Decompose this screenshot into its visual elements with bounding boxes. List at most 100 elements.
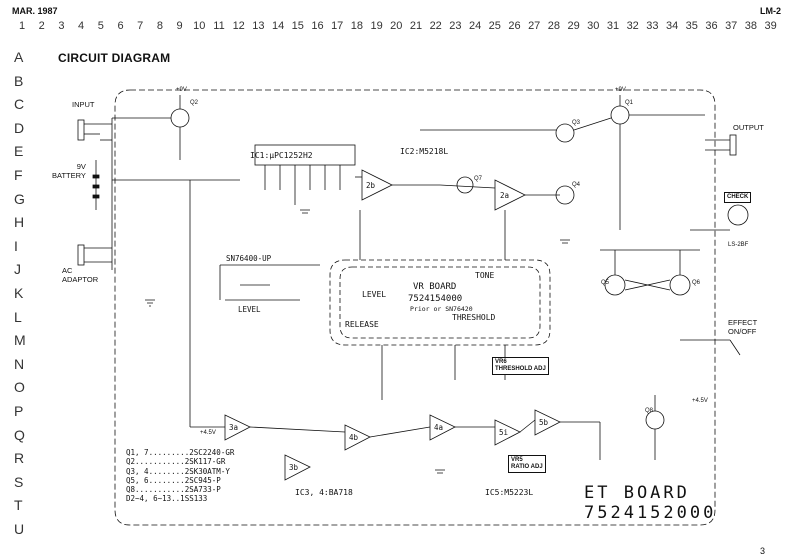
column-ruler-label: 14 [271, 20, 285, 32]
q6-label: Q6 [692, 280, 701, 286]
ic5b-opamp [534, 409, 561, 436]
effect-label: EFFECT ON/OFF [728, 318, 758, 336]
header-date: MAR. 1987 [12, 6, 58, 16]
column-ruler-label: 24 [468, 20, 482, 32]
ic3-label: IC3, 4:BA718 [295, 488, 353, 497]
vr-board-label: VR BOARD [413, 282, 457, 292]
row-ruler-label: P [14, 403, 24, 419]
output-label: OUTPUT [733, 123, 764, 132]
parts-list-item: Q3, 4........2SK30ATM-Y [126, 466, 230, 476]
q2-vcc-label: +9V [176, 87, 187, 93]
sn-label: SN76400-UP [226, 254, 272, 263]
column-ruler-label: 8 [156, 20, 163, 32]
vr-board-inner [339, 266, 541, 339]
column-ruler-label: 6 [117, 20, 124, 32]
row-ruler-label: E [14, 143, 24, 160]
column-ruler-label: 21 [409, 20, 423, 32]
q8-bias-label: +4.5V [692, 398, 708, 404]
ic3a-opamp [224, 414, 251, 441]
row-ruler-label: S [14, 473, 24, 490]
row-ruler-label: C [14, 96, 25, 113]
ic2b-opamp [361, 169, 393, 201]
row-ruler-label: O [14, 379, 25, 396]
row-ruler-label: R [14, 450, 25, 467]
q1-transistor [610, 105, 630, 125]
row-ruler-label: M [14, 332, 26, 349]
column-ruler-label: 27 [528, 20, 541, 32]
parts-list-item: Q2...........2SK117-GR [126, 457, 226, 467]
q7-transistor [456, 176, 474, 194]
ic2b-label: 2b [366, 181, 376, 190]
level-label: LEVEL [362, 290, 387, 299]
column-ruler-label: 36 [705, 20, 718, 32]
q8-label: Q8 [645, 408, 654, 414]
level-pot-label: LEVEL [238, 305, 261, 314]
column-ruler-label: 19 [370, 20, 383, 32]
check-led [727, 204, 749, 226]
column-ruler-label: 39 [764, 20, 777, 32]
column-ruler-label: 3 [58, 20, 65, 32]
column-ruler-label: 31 [606, 20, 620, 32]
column-ruler-label: 7 [137, 20, 144, 32]
column-ruler-label: 28 [547, 20, 561, 32]
row-ruler-label: A [14, 49, 24, 65]
column-ruler-label: 5 [97, 20, 104, 32]
column-ruler-label: 13 [252, 20, 265, 32]
ic2-label: IC2:M5218L [400, 147, 449, 156]
q7-label: Q7 [474, 176, 483, 182]
column-ruler-label: 16 [311, 20, 324, 32]
threshold-label: THRESHOLD [452, 313, 496, 322]
release-label: RELEASE [345, 320, 379, 329]
q4-label: Q4 [572, 182, 581, 188]
ic5-label: IC5:M5223L [485, 488, 534, 497]
q2-transistor [170, 108, 190, 128]
column-ruler-label: 35 [685, 20, 698, 32]
ic4a-opamp [429, 414, 456, 441]
column-ruler-label: 34 [665, 20, 679, 32]
row-ruler-label: D [14, 119, 25, 136]
et-board-title: ET BOARD [584, 483, 690, 503]
ic3b-label: 3b [289, 463, 299, 472]
et-board-number: 7524152000 [584, 503, 717, 523]
column-ruler-label: 29 [567, 20, 580, 32]
column-ruler-label: 25 [488, 20, 501, 32]
column-ruler-label: 1 [18, 20, 26, 32]
row-ruler-label: L [14, 308, 22, 325]
column-ruler-label: 9 [176, 20, 183, 32]
column-ruler-label: 4 [78, 20, 85, 32]
ic5i-opamp [494, 419, 521, 446]
ic3-bias-label: +4.5V [200, 430, 216, 436]
ac-adaptor-label: AC ADAPTOR [62, 266, 99, 284]
board-outline [114, 89, 716, 526]
page-title: CIRCUIT DIAGRAM [58, 51, 171, 65]
column-ruler-label: 23 [449, 20, 462, 32]
q3-label: Q3 [572, 120, 581, 126]
row-ruler-label: T [14, 497, 23, 514]
ic5b-label: 5b [539, 418, 549, 427]
ic2a-label: 2a [500, 191, 510, 200]
ic1-label: IC1:µPC1252H2 [250, 151, 313, 160]
column-ruler-label: 26 [508, 20, 521, 32]
row-ruler-label: I [14, 237, 18, 254]
column-ruler-label: 2 [38, 20, 45, 32]
ic1-block [254, 144, 356, 166]
column-ruler-label: 37 [725, 20, 738, 32]
column-ruler-label: 15 [291, 20, 304, 32]
q4-transistor [555, 185, 575, 205]
q3-transistor [555, 123, 575, 143]
column-ruler-label: 12 [232, 20, 245, 32]
effect-switch [729, 339, 741, 356]
parts-list-item: Q5, 6........2SC945-P [126, 475, 221, 485]
q5-label: Q5 [601, 280, 610, 286]
vr-board-outline [329, 259, 551, 346]
et-board-label: ET BOARD 7524152000 [584, 483, 716, 523]
column-ruler-label: 32 [626, 20, 639, 32]
ic4a-label: 4a [434, 423, 444, 432]
ic3b-opamp [284, 454, 311, 481]
output-jack [729, 134, 737, 156]
ic4b-label: 4b [349, 433, 359, 442]
row-ruler-label: K [14, 285, 24, 301]
vr-board-number: 7524154000 [408, 294, 463, 304]
row-ruler-label: B [14, 72, 24, 89]
